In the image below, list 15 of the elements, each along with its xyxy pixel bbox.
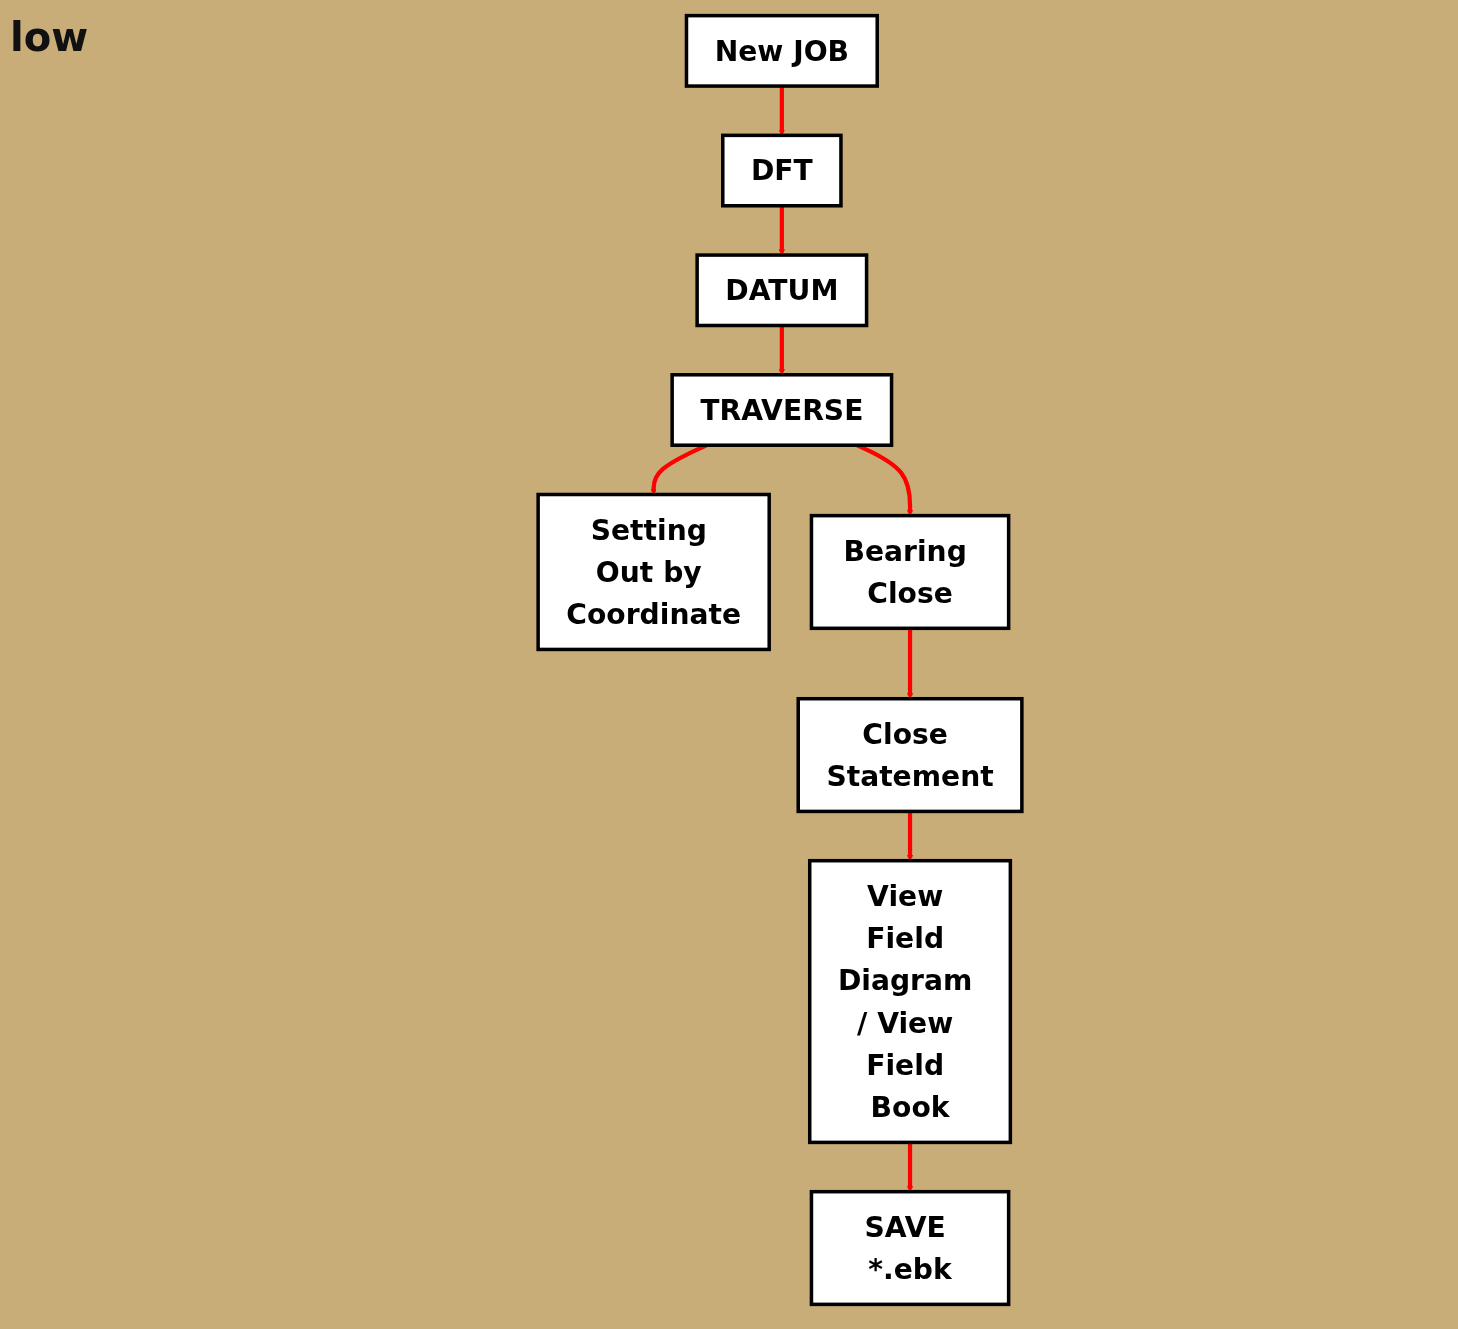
node-box: Close Statement: [796, 696, 1024, 814]
diagram-title: low: [10, 14, 89, 60]
arrow: [778, 205, 785, 256]
node-box: SAVE *.ebk: [809, 1189, 1011, 1307]
node-box: DATUM: [695, 253, 869, 328]
arrow: [778, 86, 785, 136]
node-box: DFT: [721, 133, 843, 208]
arrow: [906, 811, 914, 861]
arrow: [906, 1142, 914, 1192]
node-box: New JOB: [684, 13, 879, 88]
arrow: [906, 628, 914, 699]
node-box: Bearing Close: [809, 513, 1011, 631]
node-box: TRAVERSE: [670, 373, 894, 447]
node-box: View Field Diagram / View Field Book: [807, 858, 1013, 1145]
node-box: Setting Out by Coordinate: [536, 492, 771, 652]
